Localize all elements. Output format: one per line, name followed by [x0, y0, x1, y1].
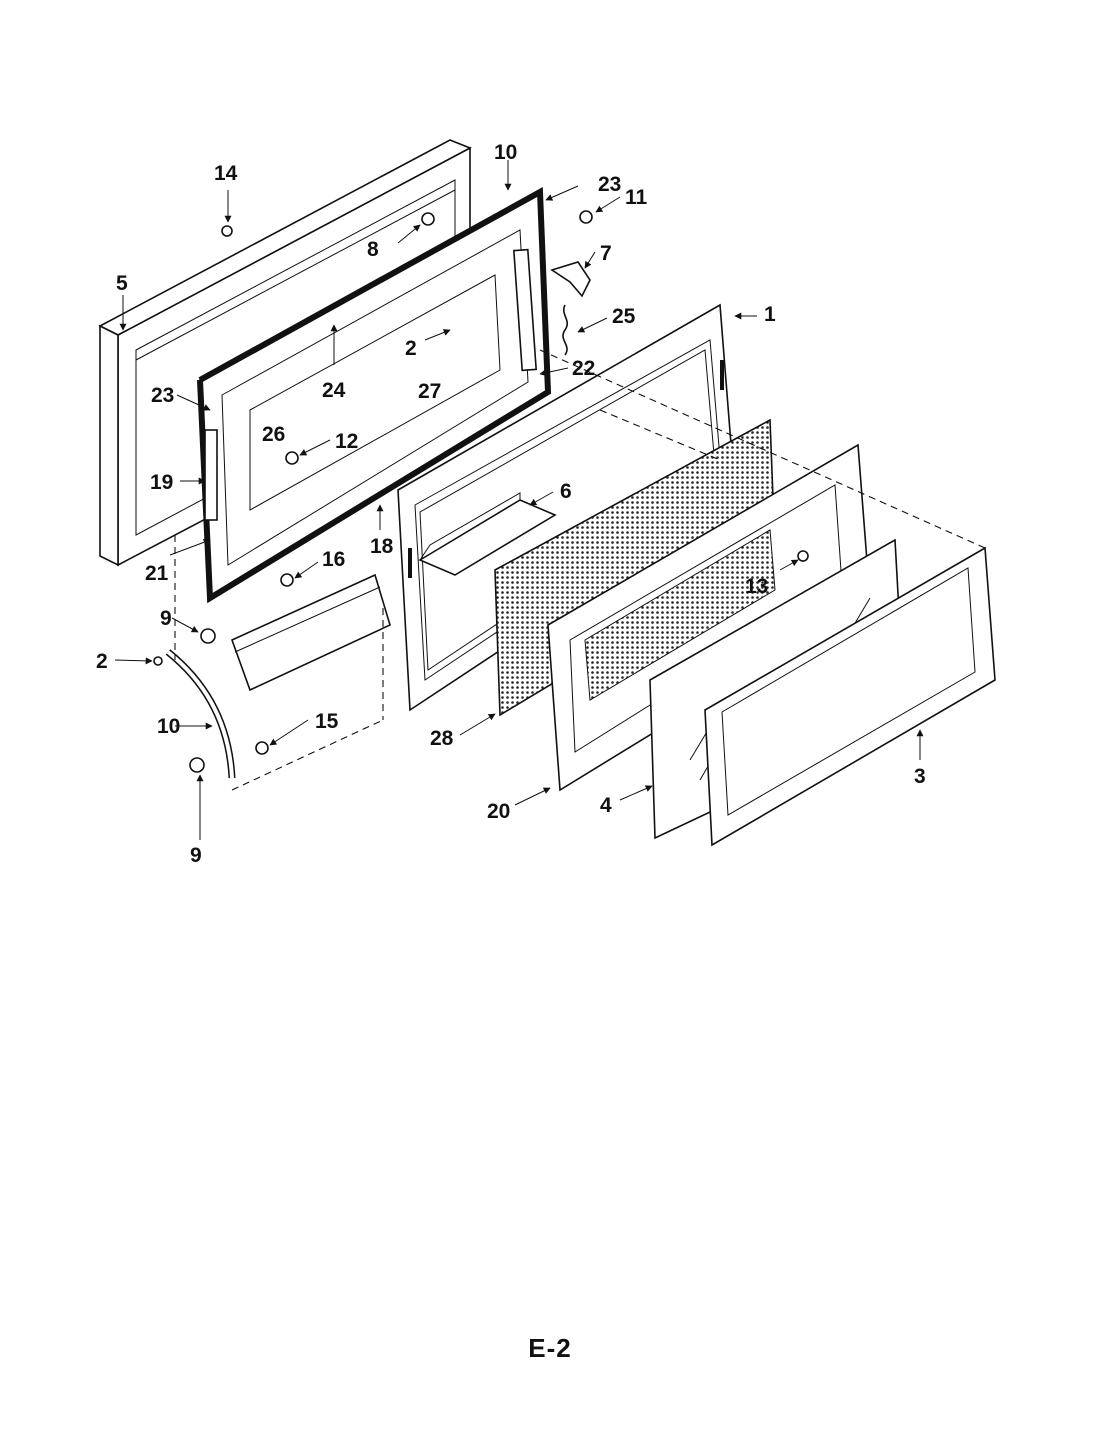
latch-and-spring [550, 261, 591, 356]
hinge-bracket-lower [230, 573, 391, 692]
outer-trim-frame [704, 546, 996, 847]
fasteners [221, 210, 809, 587]
callout-23-left: 23 [151, 384, 174, 407]
callout-22-right: 22 [572, 357, 595, 380]
inner-door-frame [197, 187, 552, 604]
hinge-bracket-upper [418, 492, 557, 576]
callout-25: 25 [612, 305, 636, 328]
assembly-lines [174, 349, 986, 791]
callout-19: 20 [487, 800, 510, 823]
callout-27: 27 [418, 380, 441, 403]
callout-9: 9 [160, 607, 172, 630]
callout-1: 1 [764, 303, 776, 326]
callout-13: 15 [315, 710, 339, 733]
callout-labels: 14 10 23 11 8 7 5 25 1 2 24 27 22 23 26 … [96, 141, 926, 867]
callout-26: 26 [262, 423, 285, 446]
callout-2-upper: 2 [405, 337, 417, 360]
callout-6: 6 [560, 480, 572, 503]
callout-10: 8 [367, 238, 379, 261]
door-arm [153, 628, 269, 779]
callout-18: 16 [322, 548, 345, 571]
callout-4: 4 [600, 794, 612, 817]
callout-7: 7 [600, 242, 612, 265]
callout-17: 14 [214, 162, 238, 185]
callout-12: 10 [494, 141, 517, 164]
callout-23-top: 23 [598, 173, 621, 196]
callout-22-left: 21 [145, 562, 169, 585]
callout-11: 9 [190, 844, 202, 867]
callout-5: 5 [116, 272, 128, 295]
callout-20: 18 [370, 535, 394, 558]
callout-2-lower: 2 [96, 650, 108, 673]
callout-14: 11 [625, 186, 648, 209]
leader-lines [114, 160, 924, 840]
callout-3: 3 [914, 765, 926, 788]
callout-15: 12 [335, 430, 358, 453]
callout-21: 19 [150, 471, 173, 494]
page-label: E-2 [528, 1333, 572, 1363]
callout-28: 28 [430, 727, 454, 750]
callout-16: 13 [745, 575, 768, 598]
callout-24: 24 [322, 379, 346, 402]
callout-8: 10 [157, 715, 180, 738]
